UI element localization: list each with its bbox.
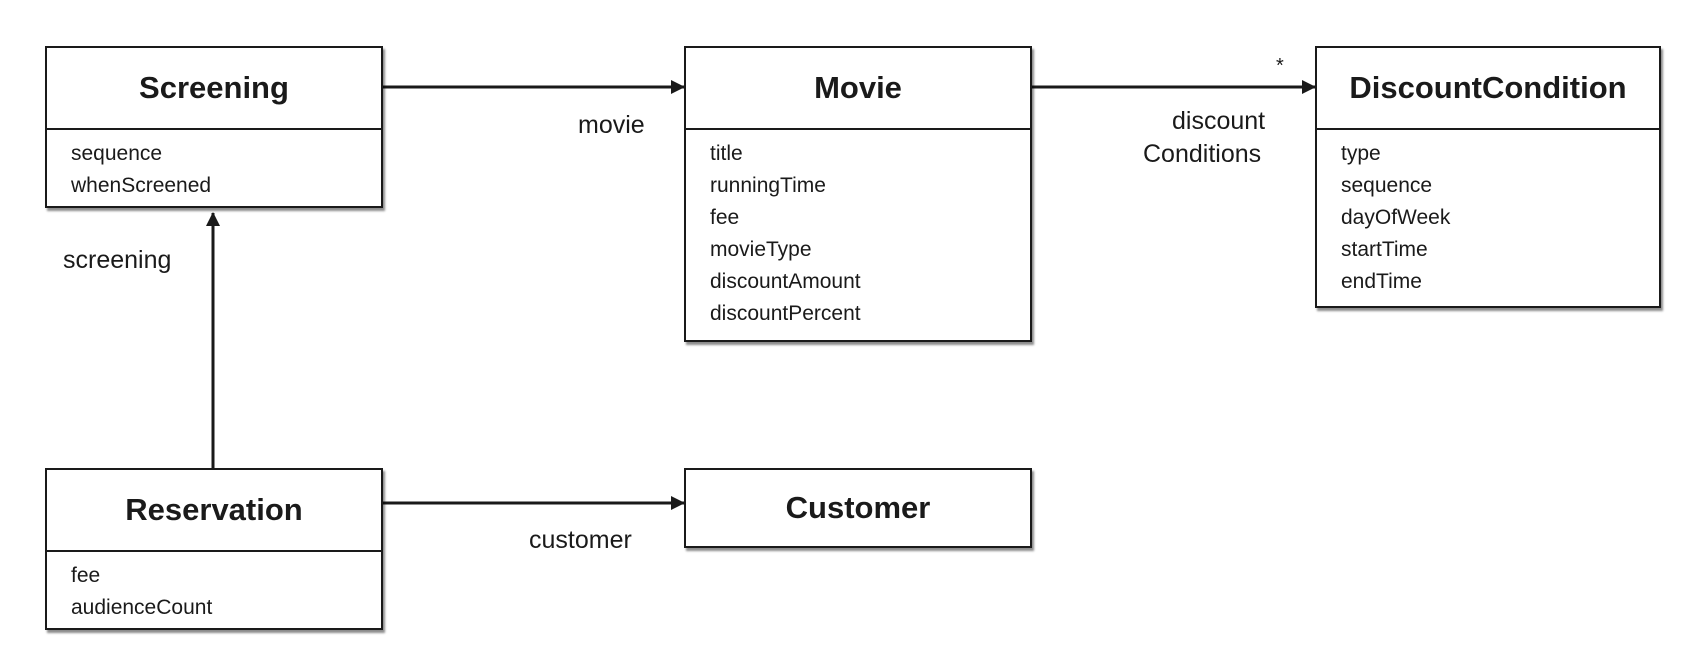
attribute: sequence — [71, 142, 163, 165]
discountcondition-class-name: DiscountCondition — [1317, 48, 1659, 130]
attribute: fee — [710, 206, 740, 229]
movie-class-name: Movie — [686, 48, 1030, 130]
attribute: discountAmount — [710, 270, 861, 293]
screening-attributes: sequence whenScreened — [47, 130, 381, 202]
attribute: runningTime — [710, 174, 826, 197]
attribute: endTime — [1341, 270, 1422, 293]
role-label-movie: movie — [578, 111, 645, 139]
attribute: movieType — [710, 238, 812, 261]
role-label-discount: discount — [1172, 107, 1266, 135]
role-label-customer: customer — [529, 526, 632, 554]
multiplicity-label: * — [1276, 55, 1284, 77]
movie-attributes: title runningTime fee movieType discount… — [686, 130, 1030, 330]
role-label-screening: screening — [63, 246, 172, 274]
attribute: audienceCount — [71, 596, 213, 619]
role-label-conditions: Conditions — [1143, 140, 1262, 168]
screening-class-name: Screening — [47, 48, 381, 130]
reservation-attributes: fee audienceCount — [47, 552, 381, 624]
attribute: discountPercent — [710, 302, 861, 325]
discountcondition-class-box: DiscountCondition type sequence dayOfWee… — [1315, 46, 1661, 308]
attribute: sequence — [1341, 174, 1433, 197]
customer-class-box: Customer — [684, 468, 1032, 548]
attribute: dayOfWeek — [1341, 206, 1451, 229]
attribute: startTime — [1341, 238, 1428, 261]
attribute: title — [710, 142, 743, 165]
attribute: fee — [71, 564, 101, 587]
discountcondition-attributes: type sequence dayOfWeek startTime endTim… — [1317, 130, 1659, 298]
attribute: whenScreened — [71, 174, 212, 197]
screening-class-box: Screening sequence whenScreened — [45, 46, 383, 208]
reservation-class-name: Reservation — [47, 470, 381, 552]
attribute: type — [1341, 142, 1381, 165]
reservation-class-box: Reservation fee audienceCount — [45, 468, 383, 630]
movie-class-box: Movie title runningTime fee movieType di… — [684, 46, 1032, 342]
customer-class-name: Customer — [785, 490, 931, 525]
